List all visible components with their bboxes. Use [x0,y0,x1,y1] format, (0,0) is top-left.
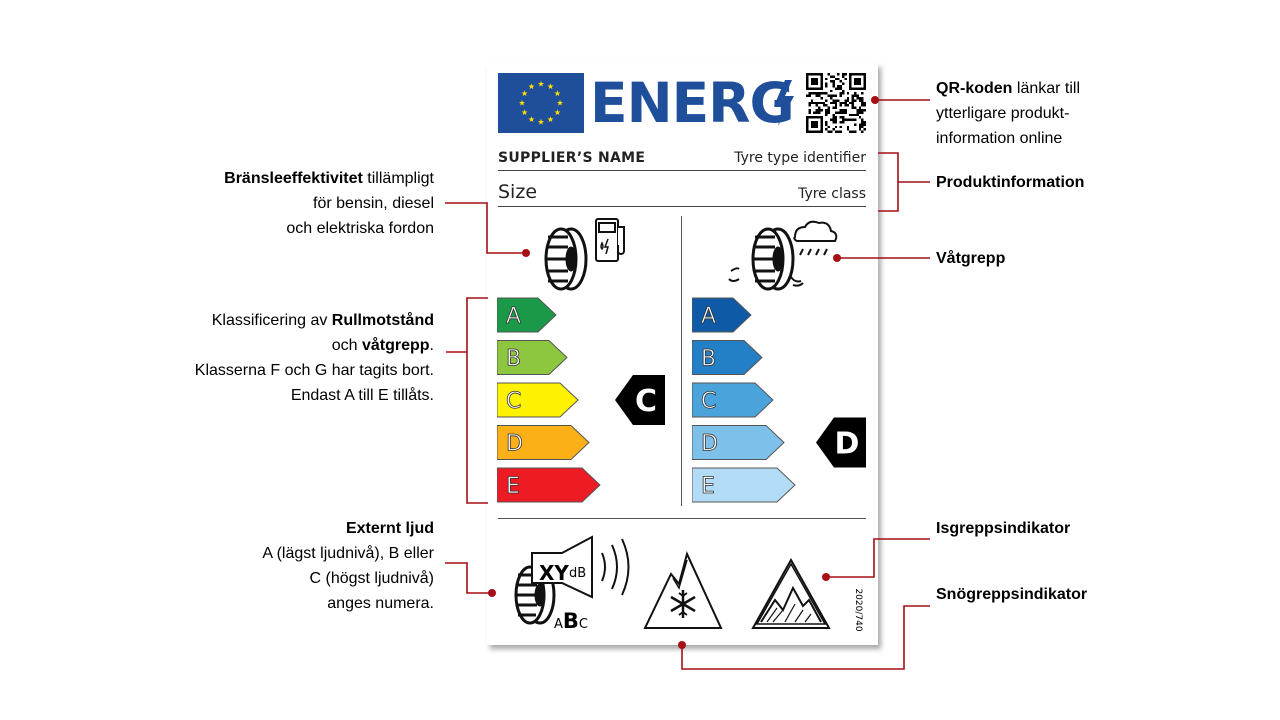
fuel-class-b-bar [497,340,568,375]
tyre-type-identifier: Tyre type identifier [734,150,866,166]
wet-class-b-label: B [701,347,716,372]
wet-class-e-label: E [701,474,715,499]
wet-class-d-label: D [701,432,718,457]
annotation-class-l4: Endast A till E tillåts. [290,387,434,404]
annotation-class-l2-pre: och [331,337,362,354]
annotation-product-info: Produktinformation [936,170,1084,195]
tyre-size: Size [498,181,538,203]
annotation-fuel-line2: för bensin, diesel [313,195,434,212]
eu-star-icon [537,118,545,125]
wet-rating-letter: D [835,427,860,462]
annotation-wet-grip-text: Våtgrepp [936,250,1006,267]
annotation-noise-bold: Externt ljud [345,520,434,537]
annotation-noise-line4: anges numera. [327,595,434,612]
noise-class-a: A [554,617,563,632]
noise-class-c: C [578,617,588,632]
snow-grip-icon [643,548,723,635]
supplier-name: SUPPLIER’S NAME [498,150,646,166]
annotation-class-l2-bold: våtgrepp [361,337,430,354]
wet-class-a-bar [692,297,752,333]
fuel-class-a-label: A [506,304,521,329]
annotation-classification: Klassificering av Rullmotstånd och våtgr… [195,308,434,408]
eu-star-icon [537,80,545,87]
fuel-class-d-label: D [506,432,523,457]
external-noise-icon [502,533,642,638]
annotation-noise-line2: A (lägst ljudnivå), B eller [262,545,434,562]
wet-class-c-bar [692,382,774,418]
fuel-rating-badge [615,375,665,425]
noise-unit: dB [569,566,587,581]
annotation-qr: QR-koden länkar till ytterligare produkt… [936,76,1080,151]
fuel-class-a-bar [497,297,557,333]
annotation-fuel: Bränsleeffektivitet tillämpligt för bens… [224,166,434,241]
eu-star-icon [518,99,526,106]
eu-star-icon [554,109,561,116]
noise-class-b: B [562,609,579,633]
annotation-qr-line3: information online [936,130,1063,147]
eu-star-icon [547,83,554,90]
annotation-snow: Snögreppsindikator [936,582,1087,607]
annotation-fuel-line3: och elektriska fordon [286,220,434,237]
column-divider [681,216,682,506]
eu-star-icon [554,90,561,97]
annotation-snow-text: Snögreppsindikator [936,586,1088,603]
annotation-qr-rest: länkar till [1012,80,1081,97]
divider [498,206,866,207]
fuel-class-d-bar [497,425,590,460]
energy-title: ENERG [590,71,795,135]
eu-star-icon [528,116,535,123]
annotation-noise: Externt ljud A (lägst ljudnivå), B eller… [262,516,434,616]
fuel-rating-letter: C [635,384,657,419]
annotation-ice: Isgreppsindikator [936,516,1070,541]
wet-class-b-bar [692,340,763,375]
fuel-class-c-bar [497,382,579,418]
tyre-class: Tyre class [798,186,866,202]
wet-class-e-bar [692,467,796,503]
fuel-class-b-label: B [506,347,521,372]
wet-class-d-bar [692,425,785,460]
eu-star-icon [521,90,528,97]
fuel-class-e-bar [497,467,601,503]
annotation-class-l3: Klasserna F och G har tagits bort. [194,362,434,379]
annotation-qr-bold: QR-koden [936,80,1013,97]
annotation-noise-line3: C (högst ljudnivå) [309,570,435,587]
annotation-class-l1-pre: Klassificering av [211,312,332,329]
annotation-product-info-text: Produktinformation [936,174,1085,191]
divider [498,170,866,171]
fuel-efficiency-icon [538,215,633,298]
wet-rating-badge [816,417,866,468]
eu-star-icon [521,109,528,116]
annotation-class-l1-bold: Rullmotstånd [331,312,434,329]
annotation-ice-text: Isgreppsindikator [936,520,1071,537]
noise-value: XY [539,561,569,585]
annotation-fuel-bold: Bränsleeffektivitet [224,170,363,187]
eu-star-icon [556,99,564,106]
eu-flag-icon [498,73,584,133]
qr-code-icon[interactable] [806,73,866,133]
annotation-class-l2-post: . [429,337,434,354]
annotation-fuel-rest: tillämpligt [362,170,434,187]
divider [498,518,866,519]
fuel-class-e-label: E [506,474,520,499]
eu-star-icon [547,116,554,123]
wet-class-a-label: A [701,304,716,329]
annotation-wet-grip: Våtgrepp [936,246,1005,271]
noise-classes: ABC [554,609,588,633]
ice-grip-icon [751,557,831,635]
eu-star-icon [528,83,535,90]
wet-grip-icon [725,215,840,298]
lightning-bolt-icon [772,80,796,131]
fuel-class-c-label: C [506,389,521,414]
annotation-qr-line2: ytterligare produkt- [936,105,1070,122]
wet-class-c-label: C [701,389,716,414]
